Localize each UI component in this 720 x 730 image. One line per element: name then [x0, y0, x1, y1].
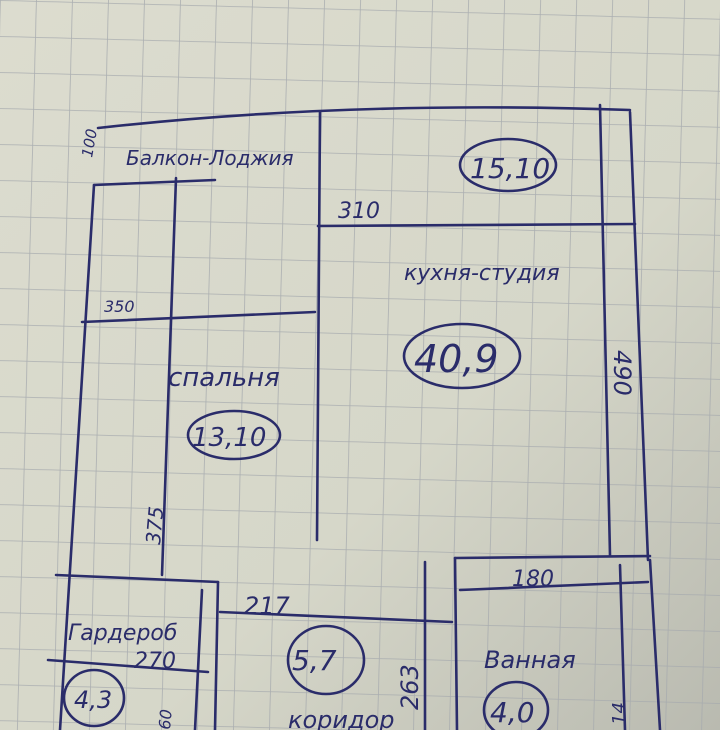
corridor-area: 5,7: [292, 644, 337, 677]
bathroom-area: 4,0: [490, 696, 535, 729]
bathroom-side: 14: [609, 702, 630, 725]
wardrobe-label: Гардероб: [68, 621, 177, 646]
wardrobe-room: Гардероб 270 4,3 60: [62, 621, 177, 730]
bedroom-length: 375: [141, 505, 168, 545]
balcony-depth: 100: [78, 127, 101, 158]
wardrobe-width: 270: [134, 649, 176, 674]
bedroom-area: 13,10: [192, 423, 266, 453]
corridor-label: коридор: [288, 706, 395, 730]
bathroom-room: 180 Ванная 4,0 14: [482, 567, 630, 730]
kitchen-area-top: 15,10: [470, 152, 550, 185]
bathroom-width: 180: [512, 567, 554, 592]
kitchen-area: 40,9: [414, 337, 499, 381]
corridor-width: 217: [244, 592, 291, 620]
bedroom-width: 350: [104, 297, 135, 316]
kitchen-label: кухня-студия: [404, 261, 560, 286]
bedroom-label: спальня: [168, 363, 280, 393]
wardrobe-area: 4,3: [74, 686, 112, 714]
kitchen-width: 310: [338, 199, 380, 224]
corridor-room: 217 5,7 263 коридор: [244, 592, 424, 730]
walls: [46, 103, 662, 730]
balcony-room: Балкон-Лоджия 100: [78, 127, 293, 170]
balcony-label: Балкон-Лоджия: [126, 146, 294, 170]
kitchen-length: 490: [608, 350, 636, 396]
kitchen-room: 15,10 310 кухня-студия 40,9 490: [338, 137, 636, 396]
bathroom-label: Ванная: [484, 646, 576, 674]
bedroom-room: 350 спальня 13,10 375: [104, 297, 282, 545]
corridor-length: 263: [396, 664, 424, 710]
wardrobe-side: 60: [155, 708, 176, 730]
